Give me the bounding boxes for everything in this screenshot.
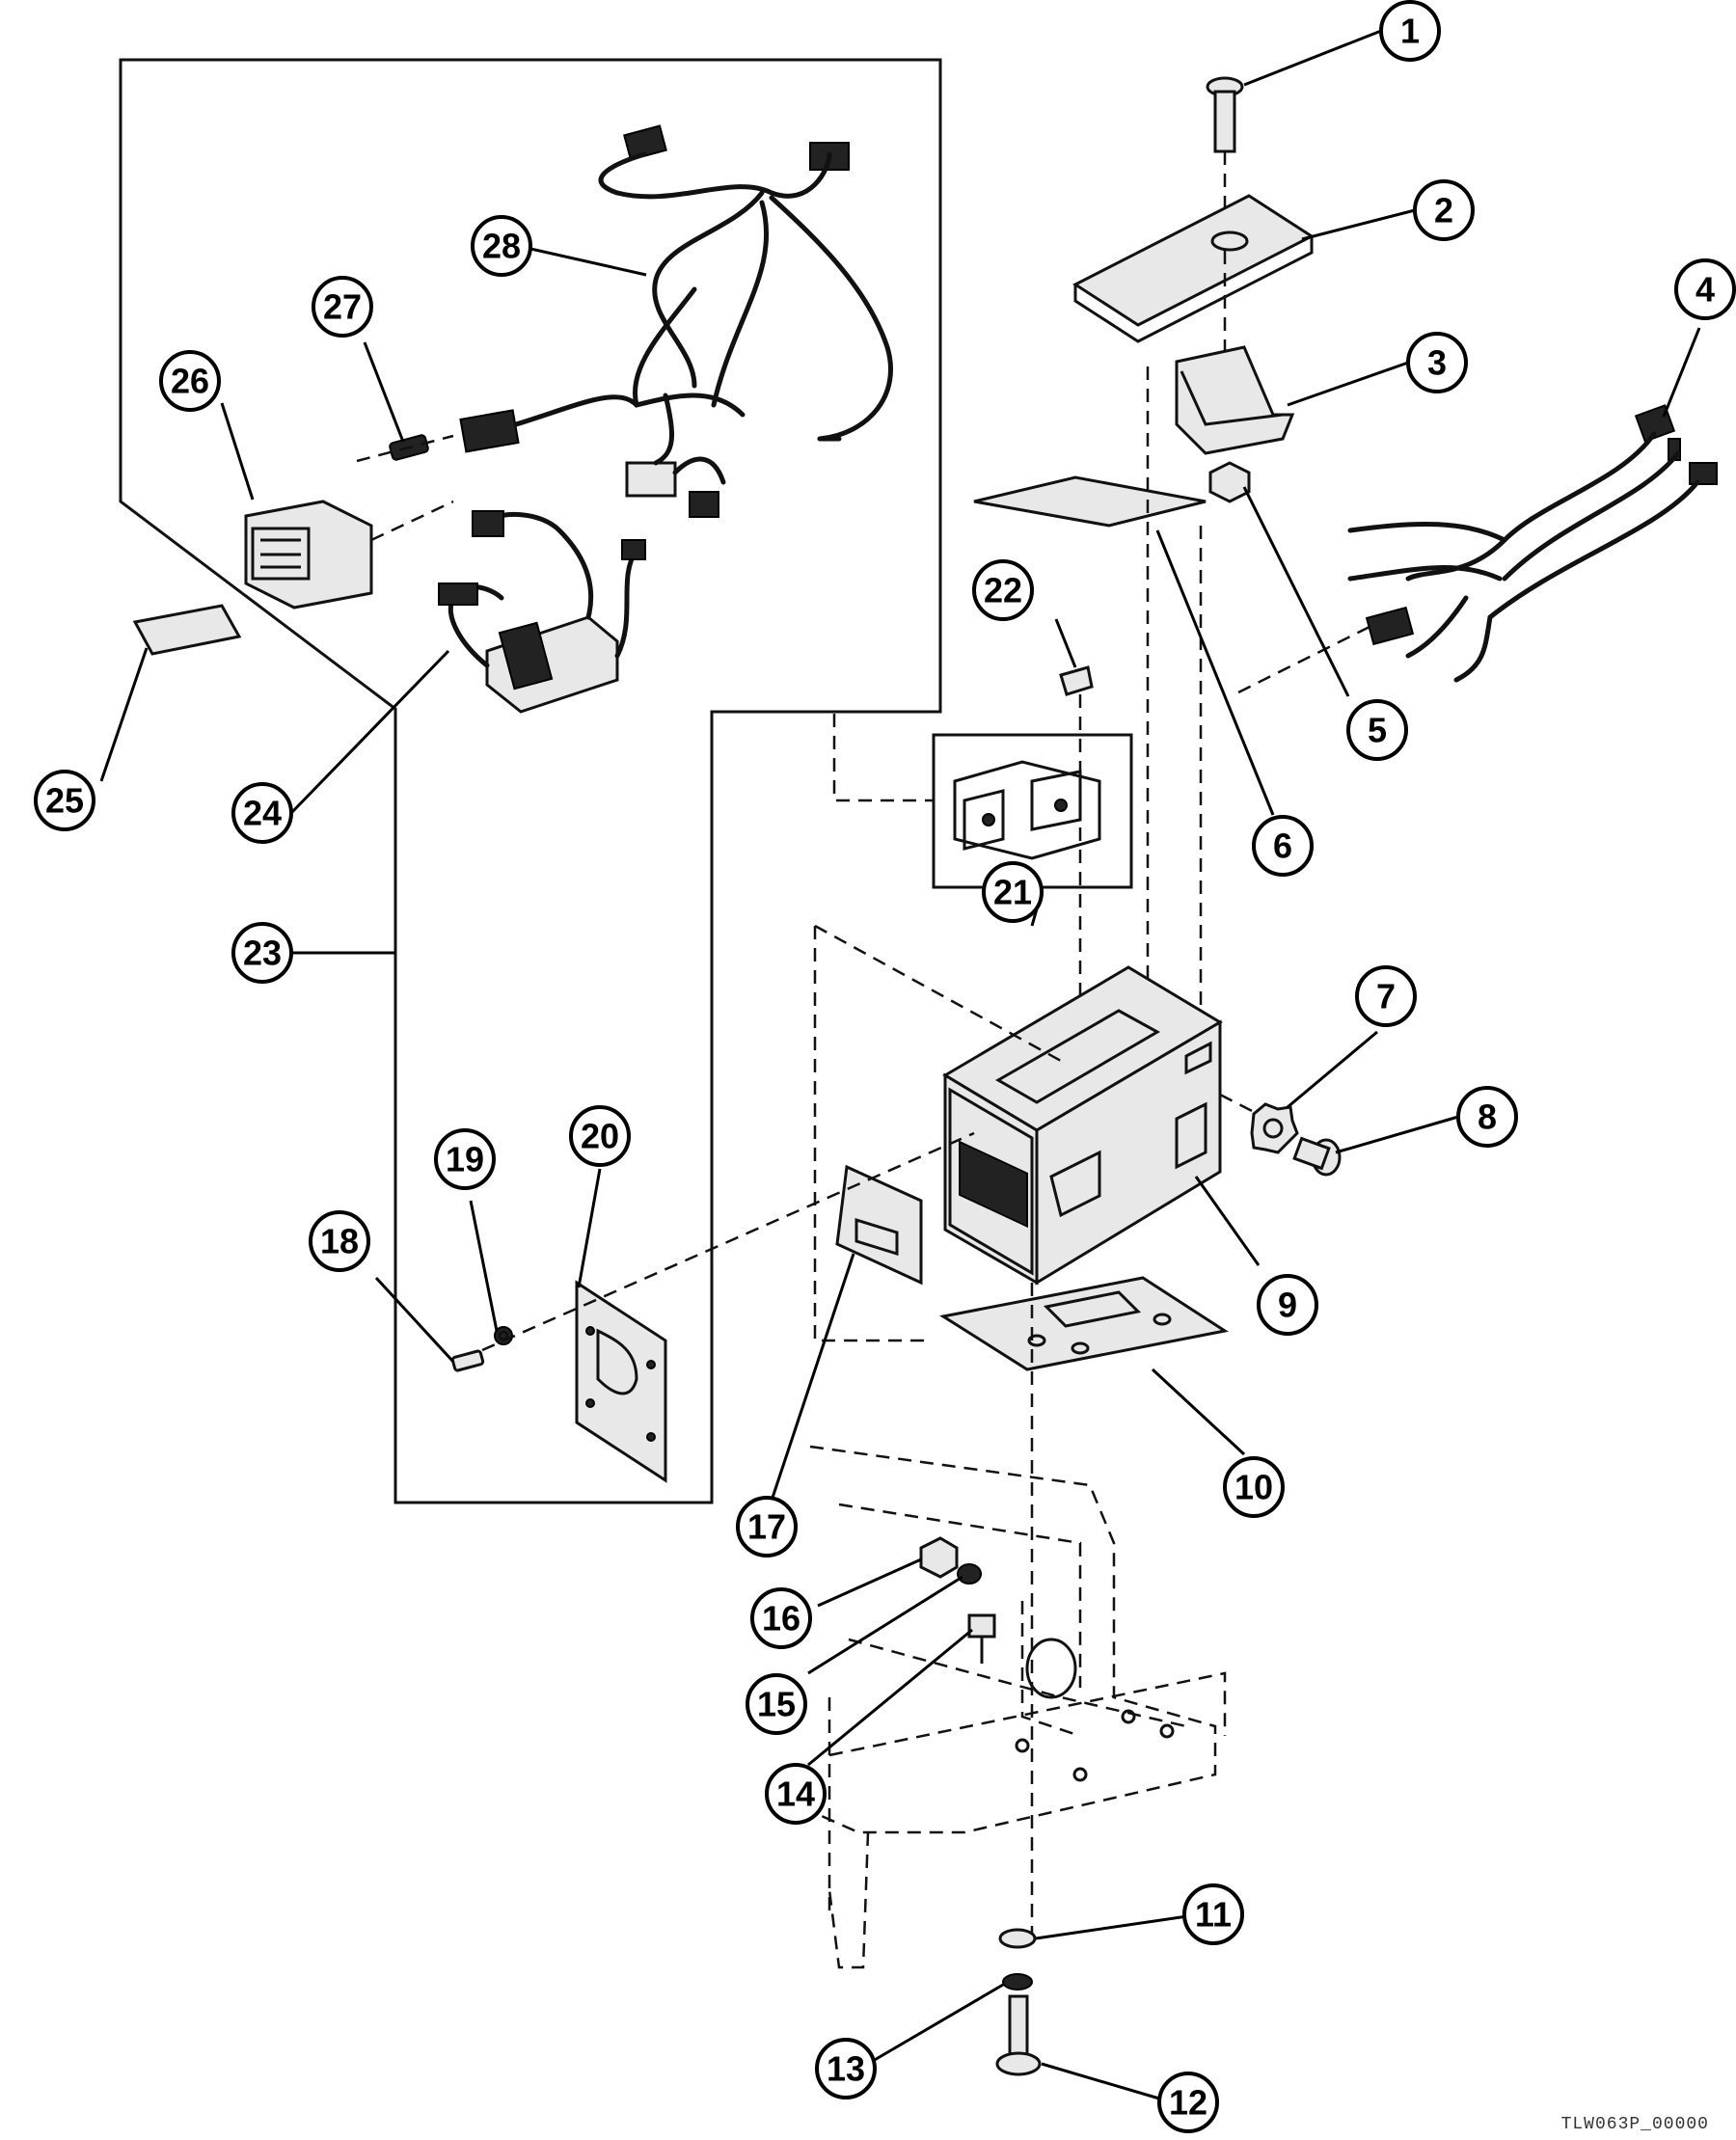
callout-number: 26: [171, 362, 209, 401]
callout-8: 8: [1456, 1086, 1518, 1148]
callout-16: 16: [750, 1587, 812, 1649]
callout-25: 25: [34, 770, 95, 831]
washer-15-part: [957, 1563, 982, 1585]
callout-number: 25: [45, 781, 84, 821]
nut-5-part: [1208, 461, 1251, 503]
callout-number: 4: [1695, 270, 1715, 310]
callout-10: 10: [1223, 1456, 1285, 1518]
callout-18: 18: [309, 1210, 370, 1272]
kit-boundary-frame: [119, 58, 942, 1504]
callout-7: 7: [1355, 965, 1417, 1027]
screw-14-part: [967, 1613, 996, 1664]
bracket-part: [1175, 345, 1295, 455]
callout-24: 24: [231, 782, 293, 844]
callout-3: 3: [1406, 332, 1468, 393]
callout-5: 5: [1346, 699, 1408, 761]
wire-harness-part: [459, 124, 893, 518]
inset-detail-box: [832, 714, 1133, 889]
callout-number: 18: [320, 1222, 359, 1261]
washer-11-part: [998, 1928, 1037, 1949]
mounting-plate-part: [575, 1280, 667, 1483]
callout-number: 7: [1376, 977, 1396, 1016]
callout-number: 5: [1368, 711, 1387, 750]
callout-number: 15: [757, 1685, 796, 1724]
label-card-part: [132, 604, 242, 656]
callout-number: 3: [1427, 343, 1447, 383]
callout-13: 13: [815, 2038, 877, 2099]
case-dashed-outline: [813, 924, 1264, 1342]
control-box-part: [438, 510, 646, 714]
callout-number: 19: [446, 1140, 484, 1179]
callout-6: 6: [1252, 815, 1314, 877]
callout-number: 6: [1273, 826, 1292, 866]
callout-11: 11: [1182, 1883, 1244, 1945]
decal-part: [835, 1164, 923, 1286]
callout-number: 27: [323, 287, 362, 327]
callout-number: 8: [1478, 1097, 1497, 1137]
callout-12: 12: [1157, 2072, 1219, 2133]
callout-number: 24: [243, 794, 282, 833]
callout-number: 13: [827, 2049, 865, 2089]
display-module-part: [244, 500, 454, 609]
callout-number: 21: [993, 873, 1032, 912]
callout-23: 23: [231, 922, 293, 984]
callout-number: 2: [1434, 191, 1453, 230]
callout-number: 20: [581, 1117, 619, 1156]
callout-number: 12: [1169, 2083, 1207, 2123]
callout-2: 2: [1413, 179, 1475, 241]
callout-number: 17: [747, 1507, 786, 1547]
callout-27: 27: [312, 276, 373, 338]
callout-number: 28: [482, 227, 521, 266]
callout-22: 22: [972, 559, 1034, 621]
callout-17: 17: [736, 1496, 798, 1558]
callout-28: 28: [471, 215, 532, 277]
callout-number: 23: [243, 934, 282, 973]
callout-1: 1: [1379, 0, 1441, 62]
callout-20: 20: [569, 1105, 631, 1167]
callout-number: 11: [1195, 1895, 1232, 1935]
screw-18-washer-19-parts: [450, 1131, 975, 1372]
callouts: 1 2 3 4 5 6 7 8 9 10 11 12 13 14 15 16 1…: [34, 0, 1736, 2133]
callout-number: 9: [1278, 1286, 1297, 1325]
nut-16-part: [919, 1536, 959, 1579]
callout-9: 9: [1257, 1274, 1318, 1336]
bolt-12-part: [995, 1994, 1042, 2076]
callout-number: 14: [776, 1774, 815, 1814]
base-plate-part: [938, 1276, 1229, 1371]
drawing-code: TLW063P_00000: [1560, 2115, 1709, 2134]
callout-14: 14: [765, 1763, 827, 1825]
bolt-8-part: [1292, 1136, 1342, 1177]
callout-4: 4: [1674, 258, 1736, 320]
callout-number: 1: [1400, 12, 1420, 51]
machine-frame-dashed: [808, 1445, 1227, 1969]
star-washer-part: [1250, 1102, 1299, 1154]
callout-number: 10: [1234, 1468, 1273, 1507]
leader-lines: [99, 29, 1701, 2100]
wire-harness-right-part: [1234, 404, 1718, 696]
callout-number: 16: [762, 1599, 800, 1639]
callout-21: 21: [982, 861, 1044, 923]
callout-15: 15: [746, 1673, 807, 1735]
callout-26: 26: [159, 350, 221, 412]
washer-13-part: [1002, 1973, 1033, 1991]
callout-number: 22: [984, 571, 1022, 610]
screw-27-part: [356, 434, 454, 463]
meter-case-part: [942, 965, 1223, 1286]
callout-19: 19: [434, 1128, 496, 1190]
